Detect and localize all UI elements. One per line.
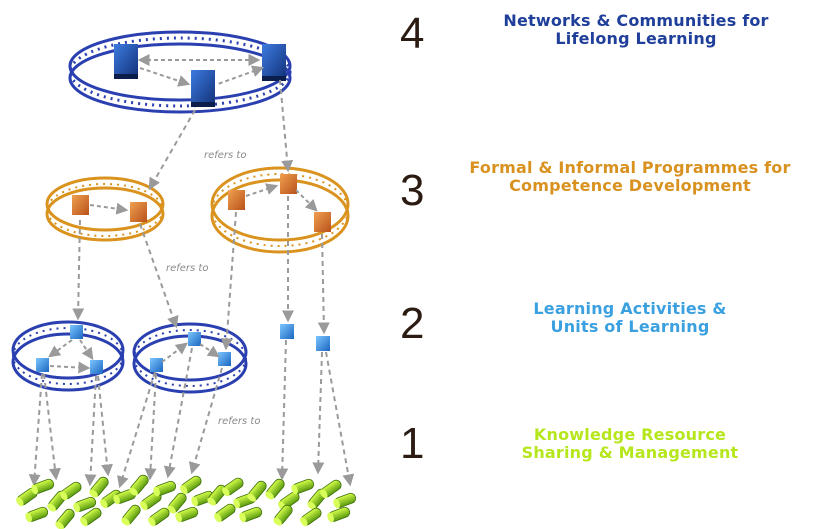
resource-cylinder-icon	[148, 507, 170, 527]
layer-title: Learning Activities & Units of Learning	[460, 300, 800, 336]
cube-icon	[188, 332, 201, 346]
layer-number: 1	[400, 419, 425, 468]
cube-icon	[228, 190, 245, 210]
layer-title-line: Competence Development	[509, 176, 751, 195]
layer-title-line: Formal & Informal Programmes for	[469, 158, 791, 177]
resource-cylinder-icon	[80, 507, 102, 527]
cube-icon	[72, 195, 89, 215]
layer2-ring-left	[11, 320, 125, 392]
layer-number: 2	[400, 299, 425, 348]
resource-cylinder-icon	[121, 504, 141, 526]
resource-cylinder-icon	[180, 475, 202, 495]
resource-cylinder-icon	[55, 508, 75, 529]
cube-icon	[316, 336, 330, 351]
cube-icon	[114, 44, 138, 79]
layer-title: Networks & Communities for Lifelong Lear…	[456, 12, 816, 48]
cube-icon	[280, 324, 294, 339]
cube-icon	[130, 202, 147, 222]
resource-cylinder-icon	[327, 506, 351, 523]
resource-cylinder-icon	[239, 506, 263, 523]
refers-to-label: refers to	[166, 263, 208, 274]
cube-icon	[262, 44, 286, 81]
resource-cylinder-icon	[167, 492, 187, 514]
resource-cylinder-icon	[175, 506, 199, 523]
layer-number: 4	[400, 9, 425, 58]
refers-to-label: refers to	[204, 150, 246, 161]
resource-cylinder-icon	[73, 496, 97, 513]
resource-cylinder-icon	[278, 491, 300, 511]
cube-icon	[314, 212, 331, 232]
resource-cylinder-icon	[207, 484, 227, 506]
resource-cylinder-icon	[273, 504, 293, 526]
resource-cylinder-icon	[129, 474, 149, 496]
resource-cylinder-icon	[222, 477, 244, 497]
layer-title: Formal & Informal Programmes for Compete…	[440, 159, 820, 195]
layer3-ring-left	[45, 176, 165, 242]
reference-arrows	[28, 79, 355, 489]
resource-cylinder-icon	[89, 476, 109, 498]
layer-title-line: Networks & Communities for	[503, 11, 769, 30]
layer-title-line: Learning Activities &	[533, 299, 727, 318]
resource-cylinder-icon	[291, 478, 315, 495]
cube-icon	[150, 358, 163, 372]
layer-title-line: Lifelong Learning	[555, 29, 717, 48]
resource-cylinder-icon	[265, 478, 285, 500]
resource-cylinder-icon	[60, 481, 82, 501]
resource-cylinder-icon	[25, 506, 49, 523]
cube-icon	[70, 325, 83, 339]
resource-cylinder-icon	[247, 480, 267, 502]
cube-icon	[36, 358, 49, 372]
layer-title: Knowledge Resource Sharing & Management	[460, 426, 800, 462]
resource-cylinder-icon	[191, 490, 215, 507]
cube-icon	[218, 352, 231, 366]
resource-cylinder-icon	[320, 479, 342, 499]
cube-icon	[280, 174, 297, 194]
layer4-ring	[68, 30, 292, 114]
resource-cylinder-icon	[300, 507, 322, 527]
resource-cylinder-icon	[31, 478, 55, 495]
resource-cylinder-icon	[333, 492, 357, 509]
refers-to-label: refers to	[218, 416, 260, 427]
cube-icon	[191, 70, 215, 107]
layer-title-line: Sharing & Management	[521, 443, 739, 462]
cube-icon	[90, 360, 103, 374]
resource-cylinder-icon	[153, 480, 177, 497]
layer-number: 3	[400, 166, 425, 215]
layer-title-line: Units of Learning	[550, 317, 710, 336]
layer-title-line: Knowledge Resource	[533, 425, 727, 444]
knowledge-resources	[16, 474, 357, 529]
resource-cylinder-icon	[214, 503, 236, 523]
